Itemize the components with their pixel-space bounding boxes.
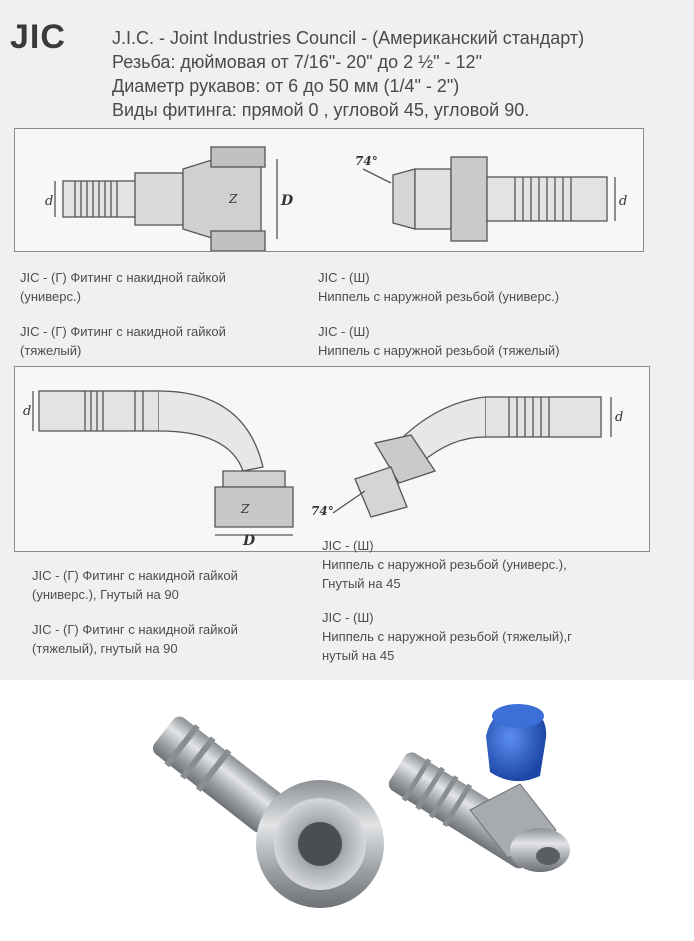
caption-code: JIC - (Ш) (322, 610, 374, 625)
male-nipple-drawing (362, 156, 616, 242)
caption-desc-2: Гнутый на 45 (322, 576, 401, 591)
thread-label: Z (228, 192, 238, 206)
caption-bent45-universal: JIC - (Ш) Ниппель с наружной резьбой (ун… (322, 536, 567, 593)
caption-desc: Ниппель с наружной резьбой (тяжелый),г (322, 629, 572, 644)
caption-bent45-heavy: JIC - (Ш) Ниппель с наружной резьбой (тя… (322, 608, 572, 665)
nipple-diameter-label: d (619, 194, 627, 209)
caption-male-heavy: JIC - (Ш) Ниппель с наружной резьбой (тя… (318, 322, 560, 360)
thread-range: Резьба: дюймовая от 7/16"- 20" до 2 ½" -… (112, 52, 482, 72)
bent-fittings-drawing: d D Z d 74° (23, 390, 623, 549)
caption-female-heavy: JIC - (Г) Фитинг с накидной гайкой (тяже… (20, 322, 226, 360)
caption-code: JIC - (Ш) (322, 538, 374, 553)
caption-code: JIC - (Г) Фитинг с накидной гайкой (32, 622, 238, 637)
product-photo (0, 680, 694, 936)
bent-hose-diameter-label: d (23, 404, 31, 419)
bent-90-female-drawing (32, 390, 294, 536)
female-fitting-photo (153, 716, 384, 908)
caption-desc: Ниппель с наружной резьбой (универс.) (318, 289, 560, 304)
hose-diameter-label: d (45, 194, 53, 209)
caption-desc: (тяжелый) (20, 343, 82, 358)
caption-female-universal: JIC - (Г) Фитинг с накидной гайкой (унив… (20, 268, 226, 306)
caption-bent90-heavy: JIC - (Г) Фитинг с накидной гайкой (тяже… (32, 620, 238, 658)
bent-nut-diameter-label: D (242, 533, 256, 549)
bent-nipple-diameter-label: d (615, 410, 623, 425)
bent-cone-angle-label: 74° (311, 504, 334, 518)
caption-code: JIC - (Ш) (318, 270, 370, 285)
fittings-photo-drawing (153, 704, 570, 908)
straight-fittings-drawing: d D Z 74° d (45, 146, 627, 252)
caption-desc: (универс.) (20, 289, 81, 304)
female-swivel-fitting-drawing (54, 146, 278, 252)
spec-sheet: JIC J.I.C. - Joint Industries Council - … (10, 18, 650, 665)
straight-fittings-diagram: d D Z 74° d (14, 128, 644, 252)
caption-code: JIC - (Г) Фитинг с накидной гайкой (20, 324, 226, 339)
caption-bent90-universal: JIC - (Г) Фитинг с накидной гайкой (унив… (32, 566, 238, 604)
fitting-types: Виды фитинга: прямой 0 , угловой 45, угл… (112, 100, 530, 120)
caption-male-universal: JIC - (Ш) Ниппель с наружной резьбой (ун… (318, 268, 559, 306)
standard-title: J.I.C. - Joint Industries Council - (Аме… (112, 28, 585, 48)
caption-code: JIC - (Г) Фитинг с накидной гайкой (20, 270, 226, 285)
caption-desc: (универс.), Гнутый на 90 (32, 587, 179, 602)
cone-angle-label: 74° (355, 154, 378, 168)
blue-dust-cap-photo (486, 704, 547, 782)
bent-thread-label: Z (240, 502, 250, 516)
bent-45-male-drawing (332, 396, 612, 518)
caption-desc: (тяжелый), гнутый на 90 (32, 641, 178, 656)
hose-diameter-range: Диаметр рукавов: от 6 до 50 мм (1/4" - 2… (112, 76, 460, 96)
male-nipple-photo (388, 752, 570, 872)
caption-code: JIC - (Г) Фитинг с накидной гайкой (32, 568, 238, 583)
caption-desc: Ниппель с наружной резьбой (тяжелый) (318, 343, 560, 358)
nut-diameter-label: D (280, 193, 294, 209)
caption-desc-2: нутый на 45 (322, 648, 395, 663)
jic-logo: JIC (10, 18, 66, 56)
bent-fittings-diagram: d D Z d 74° (14, 366, 650, 552)
caption-code: JIC - (Ш) (318, 324, 370, 339)
caption-desc: Ниппель с наружной резьбой (универс.), (322, 557, 567, 572)
